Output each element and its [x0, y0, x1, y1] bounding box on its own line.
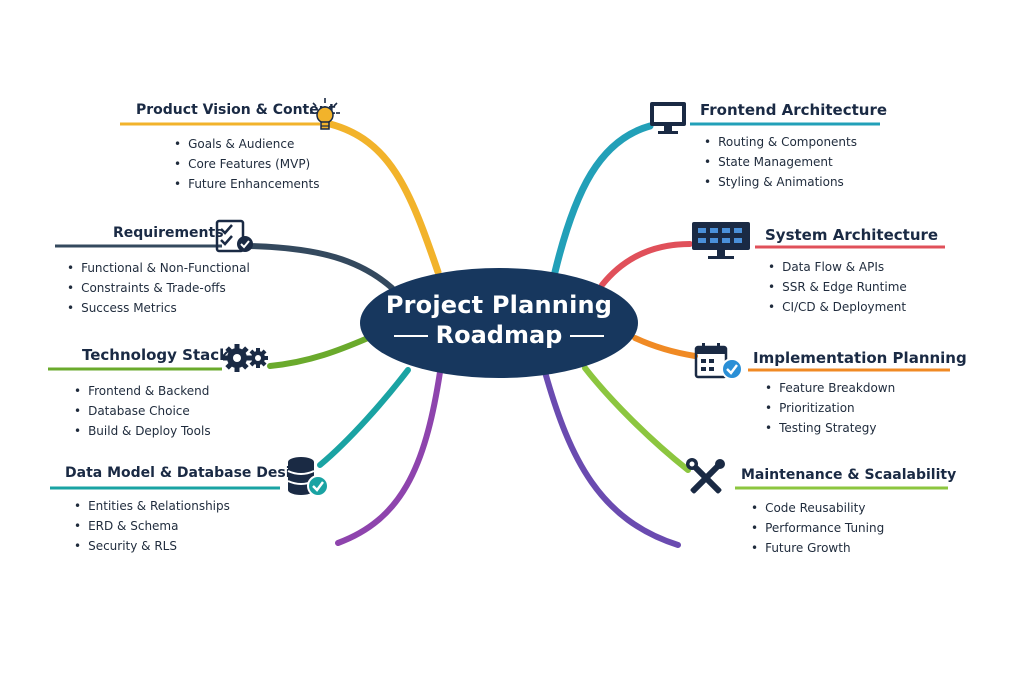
list-item: Success Metrics	[67, 298, 250, 318]
tools-icon	[686, 458, 725, 494]
branch-title-product-vision: Product Vision & Content	[136, 102, 336, 118]
list-item: Routing & Components	[704, 132, 857, 152]
list-item: Future Enhancements	[174, 174, 319, 194]
branch-title-maintenance: Maintenance & Scaalability	[741, 467, 957, 483]
title-dash-right	[570, 335, 605, 337]
list-item: CI/CD & Deployment	[768, 297, 907, 317]
branch-items-implementation-planning: Feature Breakdown Prioritization Testing…	[765, 378, 895, 438]
checklist-icon	[215, 219, 253, 253]
branch-title-implementation-planning: Implementation Planning	[753, 349, 967, 367]
connector-implementation-planning	[632, 335, 698, 359]
list-item: State Management	[704, 152, 857, 172]
branch-title-system-architecture: System Architecture	[765, 226, 939, 244]
branch-items-requirements: Functional & Non-Functional Constraints …	[67, 258, 250, 318]
list-item: Future Growth	[751, 538, 884, 558]
connector-purple-right	[542, 369, 681, 548]
list-item: Performance Tuning	[751, 518, 884, 538]
branch-items-maintenance: Code Reusability Performance Tuning Futu…	[751, 498, 884, 558]
list-item: Security & RLS	[74, 536, 230, 556]
connector-frontend-architecture	[551, 122, 654, 276]
list-item: Testing Strategy	[765, 418, 895, 438]
connector-requirements	[247, 243, 395, 291]
title-dash-left	[393, 335, 428, 337]
central-title-line2: Roadmap	[435, 321, 563, 349]
branch-title-data-model: Data Model & Database Design	[65, 465, 311, 481]
database-check-icon	[287, 457, 329, 497]
connector-data-model	[317, 367, 411, 468]
list-item: Feature Breakdown	[765, 378, 895, 398]
list-item: SSR & Edge Runtime	[768, 277, 907, 297]
branch-items-frontend-architecture: Routing & Components State Management St…	[704, 132, 857, 192]
list-item: Code Reusability	[751, 498, 884, 518]
list-item: Database Choice	[74, 401, 211, 421]
branch-title-requirements: Requirements	[113, 225, 224, 241]
list-item: Build & Deploy Tools	[74, 421, 211, 441]
branch-title-frontend-architecture: Frontend Architecture	[700, 101, 888, 119]
list-item: ERD & Schema	[74, 516, 230, 536]
central-node: Project Planning Roadmap	[360, 268, 638, 378]
lightbulb-icon	[310, 98, 340, 130]
branch-items-product-vision: Goals & Audience Core Features (MVP) Fut…	[174, 134, 319, 194]
connector-product-vision	[326, 120, 442, 276]
list-item: Frontend & Backend	[74, 381, 211, 401]
connector-system-architecture	[599, 241, 693, 288]
list-item: Core Features (MVP)	[174, 154, 319, 174]
branch-items-system-architecture: Data Flow & APIs SSR & Edge Runtime CI/C…	[768, 257, 907, 317]
list-item: Goals & Audience	[174, 134, 319, 154]
list-item: Data Flow & APIs	[768, 257, 907, 277]
central-title-line1: Project Planning	[385, 291, 613, 319]
branch-items-data-model: Entities & Relationships ERD & Schema Se…	[74, 496, 230, 556]
list-item: Functional & Non-Functional	[67, 258, 250, 278]
branch-title-technology-stack: Technology Stack	[82, 346, 230, 364]
connector-technology-stack	[267, 335, 371, 369]
gears-icon	[223, 344, 268, 372]
list-item: Entities & Relationships	[74, 496, 230, 516]
list-item: Constraints & Trade-offs	[67, 278, 250, 298]
server-monitor-icon	[692, 222, 750, 259]
list-item: Prioritization	[765, 398, 895, 418]
connector-purple-left	[335, 369, 443, 546]
connector-maintenance	[582, 365, 691, 473]
branch-items-technology-stack: Frontend & Backend Database Choice Build…	[74, 381, 211, 441]
list-item: Styling & Animations	[704, 172, 857, 192]
calendar-check-icon	[694, 343, 743, 380]
monitor-icon	[650, 102, 686, 134]
